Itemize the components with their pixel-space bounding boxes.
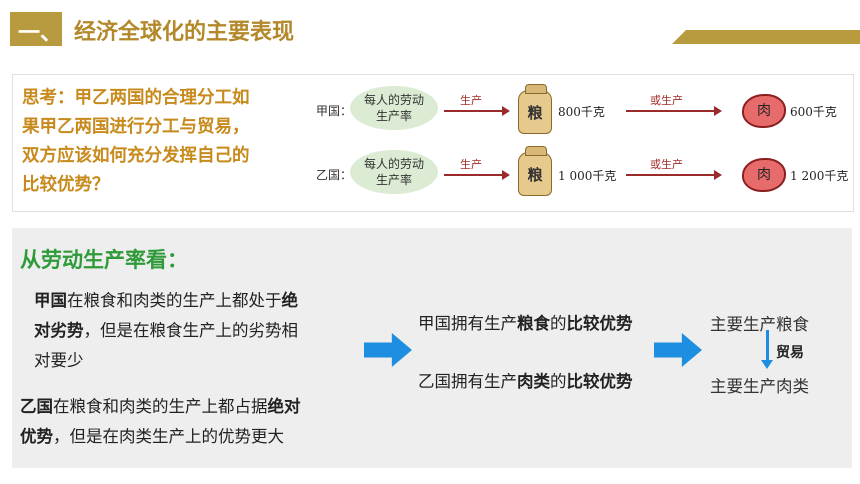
meat-amount: 1 200千克 — [790, 169, 849, 183]
think-line: 果甲乙两国进行分工与贸易， — [22, 117, 250, 137]
or-produce-label: 或生产 — [650, 94, 683, 107]
section-number-tag: 一、 — [10, 12, 62, 46]
section-number: 一、 — [18, 21, 63, 46]
yi-advantage: 乙国拥有生产肉类的比较优势 — [418, 368, 633, 392]
adv-text: 的 — [550, 314, 567, 333]
adv-text: 甲国拥有生产 — [418, 314, 517, 333]
yi-description: 乙国在粮食和肉类的生产上都占据绝对 优势，但是在肉类生产上的优势更大 — [20, 392, 400, 452]
productivity-text: 生产率 — [375, 109, 412, 123]
analysis-box — [12, 228, 852, 468]
produce-label: 生产 — [460, 158, 482, 171]
yi-bold: 绝对 — [267, 397, 301, 416]
header-decoration-bar — [672, 30, 860, 44]
grain-sack-icon: 粮 — [518, 84, 552, 134]
down-arrow-icon — [761, 360, 773, 369]
or-produce-arrow — [626, 106, 722, 116]
yi-name: 乙国 — [20, 397, 53, 416]
jia-advantage: 甲国拥有生产粮食的比较优势 — [418, 310, 633, 334]
meat-icon: 肉 — [742, 158, 786, 192]
yi-text: 在粮食和肉类的生产上都占据 — [53, 397, 268, 416]
meat-amount: 600千克 — [790, 105, 837, 119]
produce-label: 生产 — [460, 94, 482, 107]
jia-description: 甲国在粮食和肉类的生产上都处于绝 对劣势，但是在粮食生产上的劣势相 对要少 — [34, 286, 384, 376]
think-line: 双方应该如何充分发挥自己的 — [22, 146, 250, 166]
jia-bold: 对劣势 — [34, 321, 84, 340]
jia-text: ，但是在粮食生产上的劣势相 — [83, 321, 299, 340]
yi-text: ，但是在肉类生产上的优势更大 — [53, 427, 284, 446]
productivity-ellipse: 每人的劳动 生产率 — [350, 150, 438, 194]
meat-char: 肉 — [757, 167, 771, 183]
adv-bold: 比较优势 — [566, 314, 633, 333]
productivity-text: 每人的劳动 — [363, 93, 424, 107]
or-produce-arrow — [626, 170, 722, 180]
analysis-title: 从劳动生产率看： — [20, 248, 188, 272]
grain-amount: 1 000千克 — [558, 169, 617, 183]
jia-name: 甲国 — [34, 291, 67, 310]
produce-arrow — [444, 170, 510, 180]
jia-bold: 绝 — [281, 291, 299, 310]
trade-arrow — [766, 330, 769, 364]
yi-bold: 优势 — [20, 427, 53, 446]
think-line: 比较优势？ — [22, 175, 110, 195]
meat-icon: 肉 — [742, 94, 786, 128]
trade-label: 贸易 — [776, 345, 804, 361]
main-meat: 主要生产肉类 — [710, 377, 809, 396]
country-label-jia: 甲国： — [316, 104, 353, 118]
grain-char: 粮 — [527, 104, 543, 122]
grain-sack-icon: 粮 — [518, 146, 552, 196]
produce-arrow — [444, 106, 510, 116]
main-grain: 主要生产粮食 — [710, 315, 809, 334]
productivity-text: 生产率 — [375, 173, 412, 187]
adv-bold: 比较优势 — [566, 372, 633, 391]
meat-char: 肉 — [757, 103, 771, 119]
or-produce-label: 或生产 — [650, 158, 683, 171]
grain-amount: 800千克 — [558, 105, 605, 119]
adv-item: 肉类 — [517, 372, 550, 391]
jia-text: 对要少 — [34, 351, 84, 370]
adv-text: 的 — [550, 372, 567, 391]
grain-char: 粮 — [527, 166, 543, 184]
section-title: 经济全球化的主要表现 — [74, 20, 295, 45]
adv-item: 粮食 — [517, 314, 550, 333]
country-label-yi: 乙国： — [316, 168, 353, 182]
adv-text: 乙国拥有生产 — [418, 372, 517, 391]
productivity-text: 每人的劳动 — [363, 157, 424, 171]
productivity-ellipse: 每人的劳动 生产率 — [350, 86, 438, 130]
think-question: 思考：甲乙两国的合理分工如 果甲乙两国进行分工与贸易， 双方应该如何充分发挥自己… — [22, 84, 308, 200]
jia-text: 在粮食和肉类的生产上都处于 — [67, 291, 282, 310]
think-line: 思考：甲乙两国的合理分工如 — [22, 88, 250, 108]
